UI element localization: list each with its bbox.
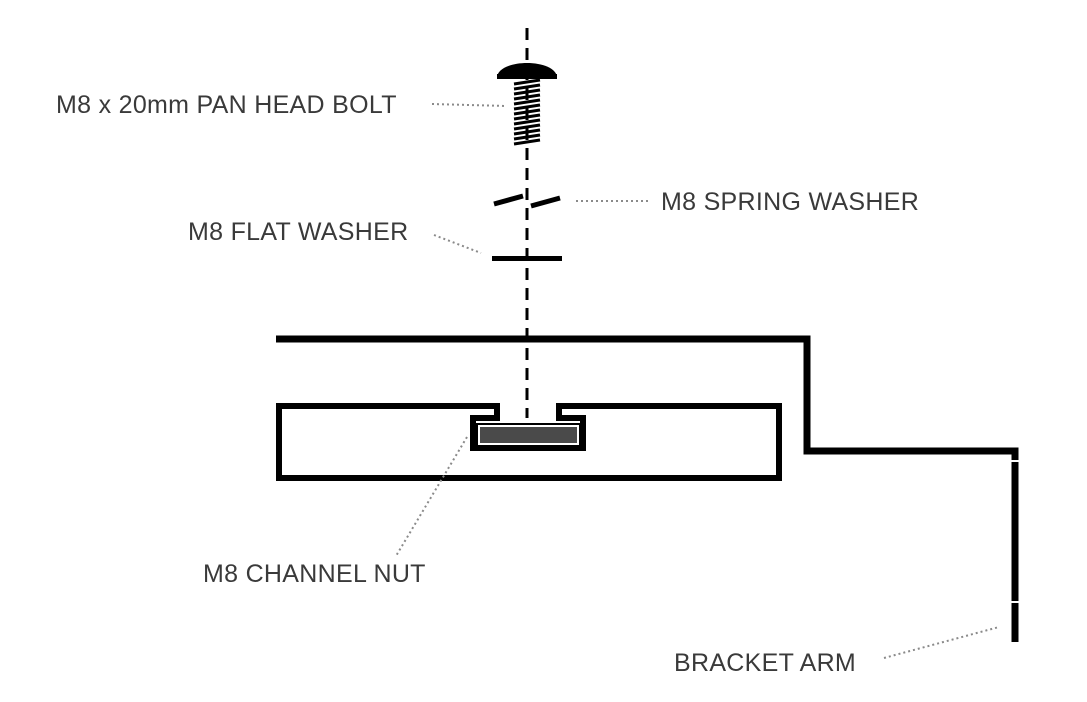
spring-washer: [493, 193, 561, 209]
thread-stroke: [513, 118, 541, 126]
bolt-leader: [431, 103, 507, 107]
flat-washer: [492, 256, 562, 261]
channel-nut-label: M8 CHANNEL NUT: [203, 560, 426, 588]
thread-stroke: [513, 98, 541, 106]
thread-stroke: [513, 88, 541, 96]
thread-stroke: [513, 128, 541, 136]
flat-washer-label: M8 FLAT WASHER: [188, 218, 408, 246]
bracket-arm-leader: [883, 626, 1000, 659]
channel-nut: [476, 423, 581, 447]
flat-washer-leader: [433, 234, 482, 254]
thread-stroke: [513, 83, 541, 91]
thread-stroke: [513, 113, 541, 121]
channel-nut-leader: [395, 436, 468, 557]
bracket-arm: [276, 335, 1019, 642]
bolt-thread: [513, 78, 541, 146]
pan-head-bolt: [497, 63, 557, 146]
thread-stroke: [513, 123, 541, 131]
spring-washer-label: M8 SPRING WASHER: [661, 188, 919, 216]
thread-stroke: [513, 108, 541, 116]
thread-stroke: [513, 78, 541, 86]
thread-stroke: [513, 93, 541, 101]
thread-stroke: [513, 133, 541, 141]
thread-stroke: [513, 103, 541, 111]
bracket-arm-label: BRACKET ARM: [674, 649, 856, 677]
thread-stroke: [513, 138, 541, 146]
channel-profile: [276, 403, 782, 481]
bolt-label: M8 x 20mm PAN HEAD BOLT: [56, 91, 397, 119]
